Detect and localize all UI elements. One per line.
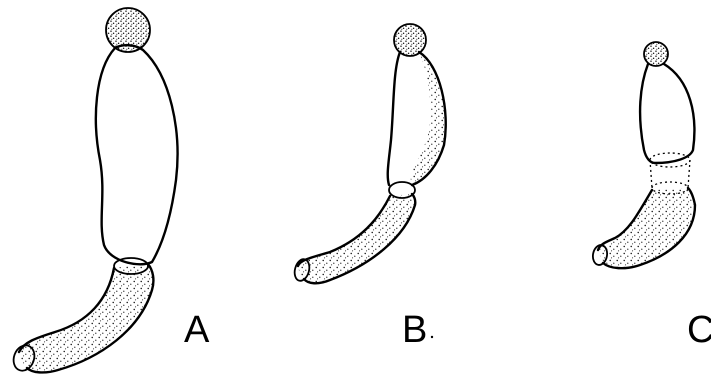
stray-dot: [431, 336, 433, 338]
panel-label-a: A: [184, 309, 210, 351]
specimen-b: [292, 24, 445, 283]
panel-label-b: B: [402, 309, 427, 351]
specimen-a: [10, 8, 177, 374]
panel-label-c: C: [687, 309, 711, 351]
specimen-c: [591, 42, 695, 268]
